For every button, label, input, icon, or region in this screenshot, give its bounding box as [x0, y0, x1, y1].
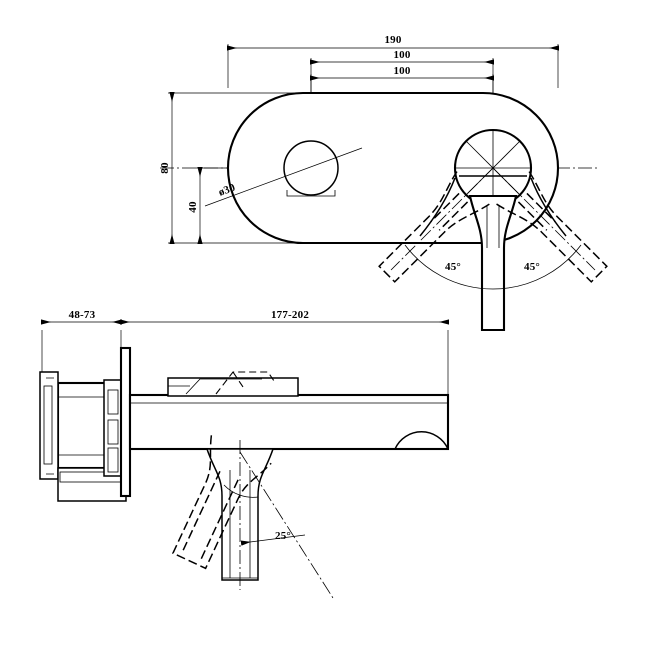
spout-outlet-circle — [283, 140, 339, 196]
angle-25-callout: 25° — [240, 530, 306, 546]
dim-100-lower: 100 — [310, 65, 494, 81]
lever-position-left-45 — [496, 171, 608, 283]
wall-escutcheon-plate — [119, 346, 132, 498]
dim-40-label: 40 — [187, 201, 199, 213]
angle-25-label: 25° — [275, 530, 291, 542]
dim-100-upper: 100 — [310, 49, 494, 65]
dim-100-upper-label: 100 — [393, 49, 410, 61]
dim-190-label: 190 — [384, 34, 401, 46]
spout-body — [128, 393, 450, 451]
dim-177-202-label: 177-202 — [271, 309, 309, 321]
diameter-label: ø30 — [217, 182, 237, 199]
spout-outlet-base-bracket — [286, 190, 336, 197]
lever-raised-indication — [215, 371, 275, 395]
lever-swing-arc — [404, 244, 582, 290]
lever-25-arc — [223, 484, 259, 498]
lever-position-right-45 — [378, 171, 490, 283]
lever-arm-neutral — [468, 194, 518, 332]
dim-48-73-label: 48-73 — [69, 309, 96, 321]
dim-190: 190 — [227, 34, 559, 51]
angle-45-right-label: 45° — [524, 261, 540, 273]
aerator-outlet — [394, 431, 449, 450]
side-view-group: 48-73 177-202 — [39, 309, 450, 599]
cartridge-collar-stack — [103, 379, 123, 477]
lever-shoulder-left — [419, 177, 456, 237]
drop-lever-tilted-25 — [171, 435, 272, 570]
lever-seat-top — [167, 377, 299, 397]
dim-40: 40 — [187, 167, 203, 244]
dim-100-lower-label: 100 — [393, 65, 410, 77]
angle-45-left-label: 45° — [445, 261, 461, 273]
lever-25-centerline — [239, 451, 334, 599]
lever-shoulder-right — [530, 177, 567, 237]
lever-angle-centerlines — [390, 167, 596, 271]
drop-lever-neutral — [205, 440, 275, 590]
top-view-group: 190 100 100 80 — [159, 34, 608, 332]
dim-177-202: 177-202 — [120, 309, 449, 325]
dim-48-73: 48-73 — [41, 309, 122, 325]
diameter-callout: ø30 — [204, 147, 363, 207]
